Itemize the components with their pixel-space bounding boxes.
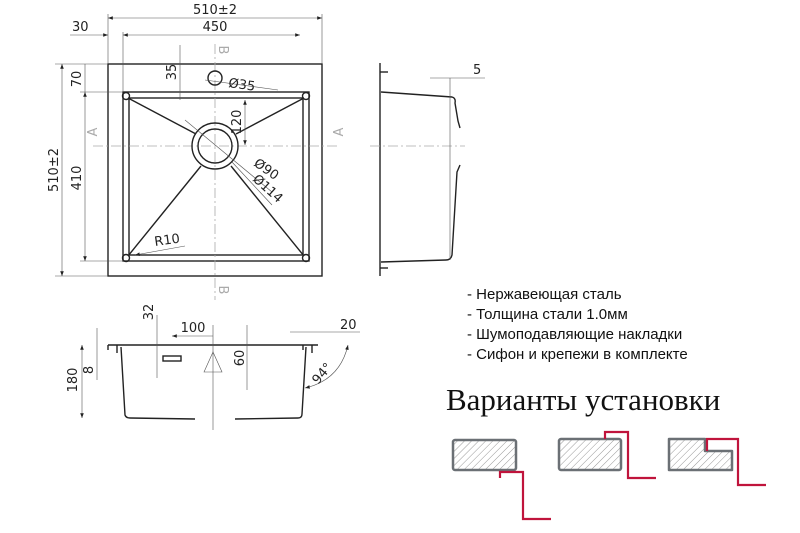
dim-flange-back: 70 [70,71,85,88]
tap-hole [207,70,223,86]
dim-overflow-offset: 100 [181,321,206,336]
top-view: 510±2 450 30 510±2 410 70 35 Ø35 120 Ø90… [47,3,347,300]
dim-label-height: 60 [233,350,248,367]
section-b-top: B [215,46,230,55]
dim-wall-angle: 94° [310,360,336,387]
dim-rim-offset: 5 [473,63,481,78]
features-list: - Нержавеющая сталь - Толщина стали 1.0м… [467,285,688,365]
dim-tap-hole: Ø35 [227,76,256,95]
install-title: Варианты установки [446,382,721,417]
dim-tap-offset: 35 [165,64,180,81]
install-variants [451,430,766,521]
variant-undermount [557,437,623,472]
dim-overall-width: 510±2 [193,3,237,18]
drain-inner [197,128,233,164]
dim-flange-side: 30 [72,20,89,35]
dim-rim: 8 [82,366,97,374]
section-b-bottom: B [215,286,230,295]
dim-drain-offset: 120 [230,110,245,135]
dim-bowl-width: 450 [203,20,228,35]
section-view: 180 8 32 100 60 20 94° [66,304,360,430]
dim-corner-radius: R10 [153,232,180,250]
dim-height: 180 [66,368,81,393]
section-a-right: A [332,127,347,136]
feature-item: - Сифон и крепежи в комплекте [467,346,688,363]
side-view: 5 [370,63,485,276]
feature-item: - Нержавеющая сталь [467,286,622,303]
variant-flush [667,437,734,472]
variant-overmount [451,438,518,472]
dim-bowl-depth: 410 [70,166,85,191]
dim-flange: 20 [340,318,357,333]
feature-item: - Толщина стали 1.0мм [467,306,628,323]
dim-overall-depth: 510±2 [47,148,62,192]
section-a-left: A [86,127,101,136]
dim-overflow-height: 32 [142,304,157,321]
drain-outer [191,122,239,170]
feature-item: - Шумоподавляющие накладки [467,326,683,343]
